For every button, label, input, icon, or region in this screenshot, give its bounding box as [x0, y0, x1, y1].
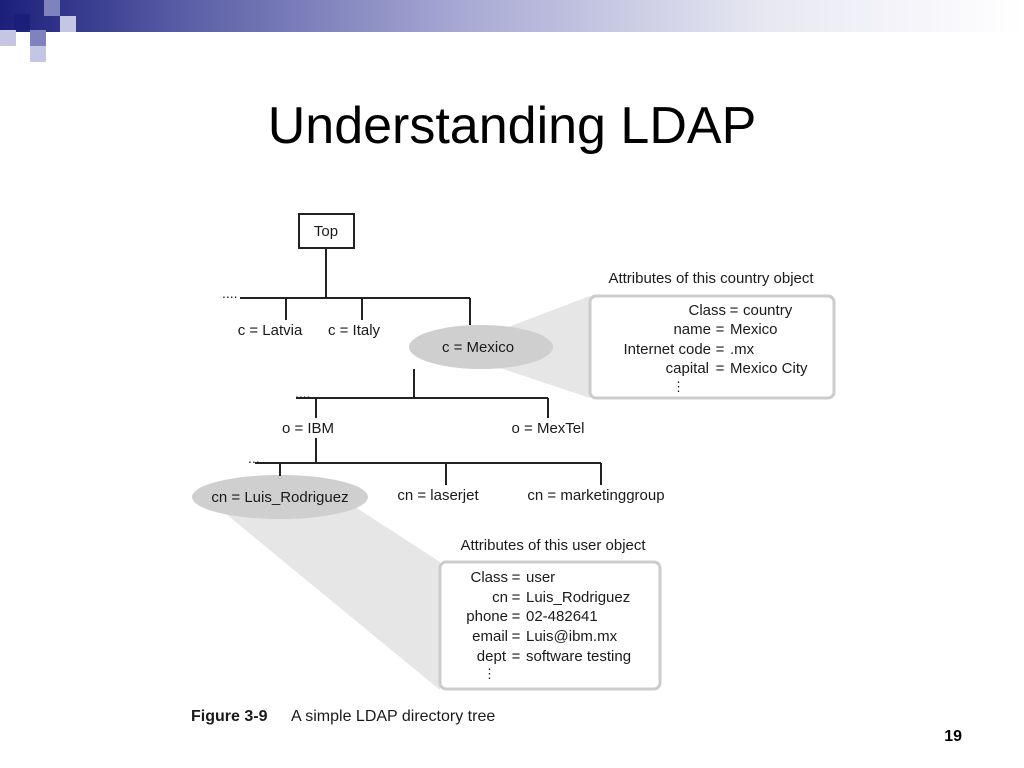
country-attr-value: Mexico	[730, 321, 778, 338]
header-square	[44, 0, 60, 16]
header-square	[0, 30, 16, 46]
user-attr-eq: =	[512, 648, 521, 665]
node-luis-rodriguez: cn = Luis_Rodriguez	[211, 489, 348, 506]
user-attr-key: dept	[477, 648, 507, 665]
user-attr-key: phone	[466, 608, 508, 625]
figure-label: Figure 3-9	[191, 708, 268, 725]
user-attributes: Class = user cn = Luis_Rodriguez phone =…	[466, 569, 631, 681]
node-mextel: o = MexTel	[512, 420, 585, 437]
tree-ellipsis-mid: ....	[295, 385, 311, 401]
country-attr-value: country	[743, 302, 793, 319]
node-mexico: c = Mexico	[442, 339, 514, 356]
luis-highlight-ellipse	[192, 475, 368, 519]
user-attr-key: email	[472, 628, 508, 645]
tree-ellipsis-top: ....	[222, 285, 238, 301]
user-attr-more: ⋮	[483, 666, 496, 681]
user-attr-value: Luis_Rodriguez	[526, 589, 630, 606]
user-attr-eq: =	[512, 589, 521, 606]
country-attr-more: ⋮	[672, 379, 685, 394]
user-attr-eq: =	[512, 569, 521, 586]
header-square	[30, 46, 46, 62]
figure-caption: A simple LDAP directory tree	[291, 708, 495, 725]
country-attr-value: Mexico City	[730, 360, 808, 377]
user-attr-value: software testing	[526, 648, 631, 665]
user-callout-wedge	[215, 505, 440, 690]
user-attr-key: Class	[470, 569, 508, 586]
country-attr-eq: =	[716, 341, 725, 358]
country-attr-value: .mx	[730, 341, 755, 358]
slide-title: Understanding LDAP	[267, 97, 757, 155]
user-attr-eq: =	[512, 628, 521, 645]
page-number: 19	[944, 728, 962, 745]
header-square	[30, 30, 46, 46]
country-attr-key: capital	[666, 360, 709, 377]
user-attr-value: 02-482641	[526, 608, 598, 625]
root-node-box	[298, 213, 355, 249]
node-latvia: c = Latvia	[238, 322, 303, 339]
country-attr-key: Class	[688, 302, 726, 319]
header-square	[14, 14, 30, 30]
node-marketinggroup: cn = marketinggroup	[527, 487, 664, 504]
user-attr-eq: =	[512, 608, 521, 625]
user-attr-value: Luis@ibm.mx	[526, 628, 618, 645]
node-italy: c = Italy	[328, 322, 381, 339]
country-attributes: Class = country name = Mexico Internet c…	[623, 302, 808, 394]
tree-ellipsis-low: ...	[248, 450, 260, 466]
country-attr-eq: =	[716, 360, 725, 377]
user-attributes-box	[438, 560, 662, 691]
node-laserjet: cn = laserjet	[397, 487, 479, 504]
country-attr-eq: =	[730, 302, 739, 319]
header-gradient-bar	[0, 0, 1024, 32]
country-attr-key: Internet code	[623, 341, 711, 358]
user-attr-key: cn	[492, 589, 508, 606]
country-attributes-box	[588, 294, 836, 400]
mexico-highlight-ellipse	[409, 325, 553, 369]
root-node-label: Top	[314, 223, 338, 240]
header-square	[60, 16, 76, 32]
user-box-title: Attributes of this user object	[460, 537, 646, 554]
node-ibm: o = IBM	[282, 420, 334, 437]
country-attr-eq: =	[716, 321, 725, 338]
country-attr-key: name	[673, 321, 711, 338]
tree-connectors	[240, 248, 602, 485]
user-attr-value: user	[526, 569, 555, 586]
country-box-title: Attributes of this country object	[608, 270, 814, 287]
